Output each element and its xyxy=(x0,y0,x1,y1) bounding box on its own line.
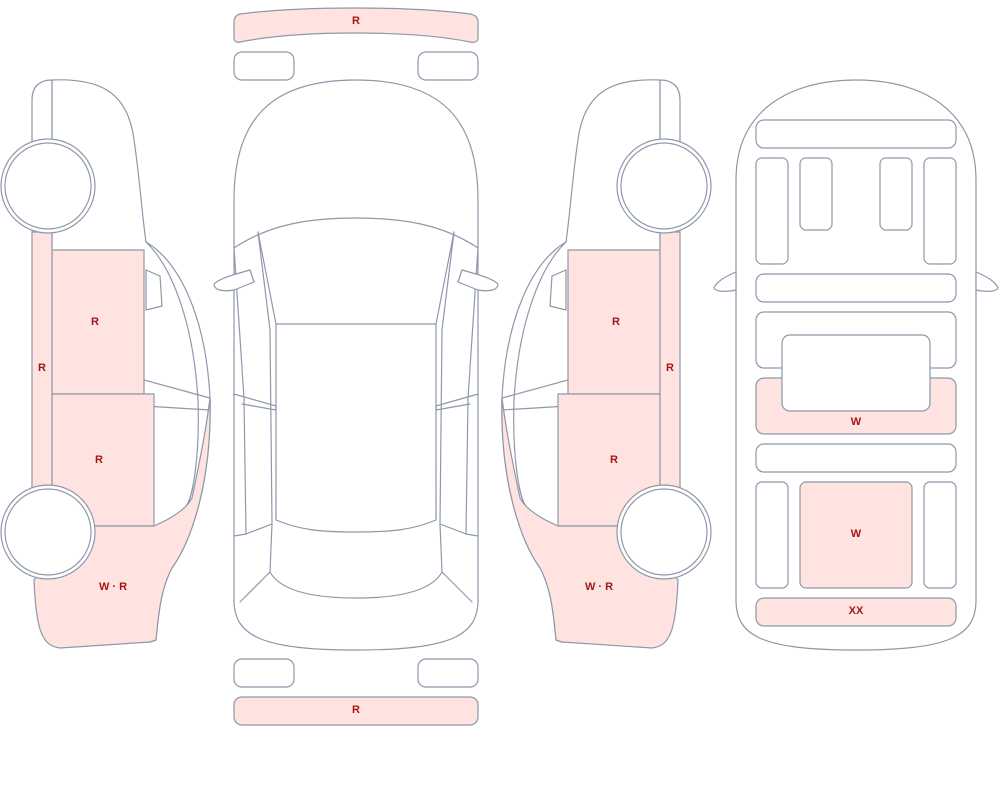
right-rear-quarter-label: W · R xyxy=(585,581,613,593)
top-side-right xyxy=(439,231,467,535)
left-windshield-line xyxy=(145,241,199,507)
top-rear-window xyxy=(269,523,443,599)
top-body-outline xyxy=(233,79,479,651)
top-a-pillar-right xyxy=(465,247,479,537)
left-rear-door-label: R xyxy=(95,454,103,466)
left-rear-wheel-rim xyxy=(4,488,92,576)
front-left-inner-mount xyxy=(799,157,833,231)
right-front-door[interactable] xyxy=(567,249,661,395)
right-rear-door-label: R xyxy=(610,454,618,466)
left-front-door-label: R xyxy=(91,316,99,328)
floor-crossmember-label: W xyxy=(851,416,862,428)
rear-right-rail xyxy=(923,481,957,589)
rear-left-rail xyxy=(755,481,789,589)
top-side-left xyxy=(245,231,273,535)
center-tunnel xyxy=(781,334,931,412)
right-rocker[interactable] xyxy=(659,231,681,523)
top-hood-line xyxy=(233,217,479,249)
rear-floor-pan-label: W xyxy=(851,528,862,540)
top-a-pillar-left xyxy=(233,247,247,537)
left-side-view: R R W · R R xyxy=(0,79,211,649)
front-right-headlight xyxy=(417,51,479,81)
right-front-door-label: R xyxy=(612,316,620,328)
front-right-inner-mount xyxy=(879,157,913,231)
mid-crossmember-front xyxy=(755,273,957,303)
top-mirror-line-left xyxy=(233,393,277,411)
right-side-view: R R W · R R xyxy=(501,79,712,649)
top-mirror-left xyxy=(213,269,255,292)
right-rear-quarter[interactable] xyxy=(501,397,679,649)
left-front-wheel-rim xyxy=(4,142,92,230)
top-trunk-right xyxy=(441,571,473,603)
left-mirror xyxy=(145,269,163,311)
rear-floor-pan[interactable] xyxy=(799,481,913,589)
mid-crossmember-rear xyxy=(755,443,957,473)
right-mirror xyxy=(549,269,567,311)
front-bumper-label: R xyxy=(352,15,360,27)
right-rear-wheel-rim xyxy=(620,488,708,576)
front-left-rail xyxy=(755,157,789,265)
front-bumper[interactable] xyxy=(233,7,479,43)
right-windshield-line xyxy=(513,241,567,507)
left-front-door[interactable] xyxy=(51,249,145,395)
top-mirror-line-right xyxy=(435,393,479,411)
front-right-rail xyxy=(923,157,957,265)
top-mirror-right xyxy=(457,269,499,292)
rear-panel[interactable] xyxy=(755,597,957,627)
underbody-mirror-left xyxy=(713,271,737,292)
left-rear-quarter[interactable] xyxy=(33,397,211,649)
rear-right-taillight xyxy=(417,658,479,688)
top-view: R R xyxy=(213,7,499,726)
top-trunk-left xyxy=(239,571,271,603)
right-front-wheel-rim xyxy=(620,142,708,230)
front-left-headlight xyxy=(233,51,295,81)
left-rocker-label: R xyxy=(38,362,46,374)
front-crossmember xyxy=(755,119,957,149)
underbody-mirror-right xyxy=(975,271,999,292)
right-rocker-label: R xyxy=(666,362,674,374)
left-rear-quarter-label: W · R xyxy=(99,581,127,593)
rear-bumper[interactable] xyxy=(233,696,479,726)
underbody-view: W W XX xyxy=(713,79,999,651)
rear-bumper-label: R xyxy=(352,704,360,716)
left-rocker[interactable] xyxy=(31,231,53,523)
rear-left-taillight xyxy=(233,658,295,688)
rear-panel-label: XX xyxy=(849,605,864,617)
top-windshield xyxy=(257,231,455,325)
top-roof xyxy=(275,323,437,533)
